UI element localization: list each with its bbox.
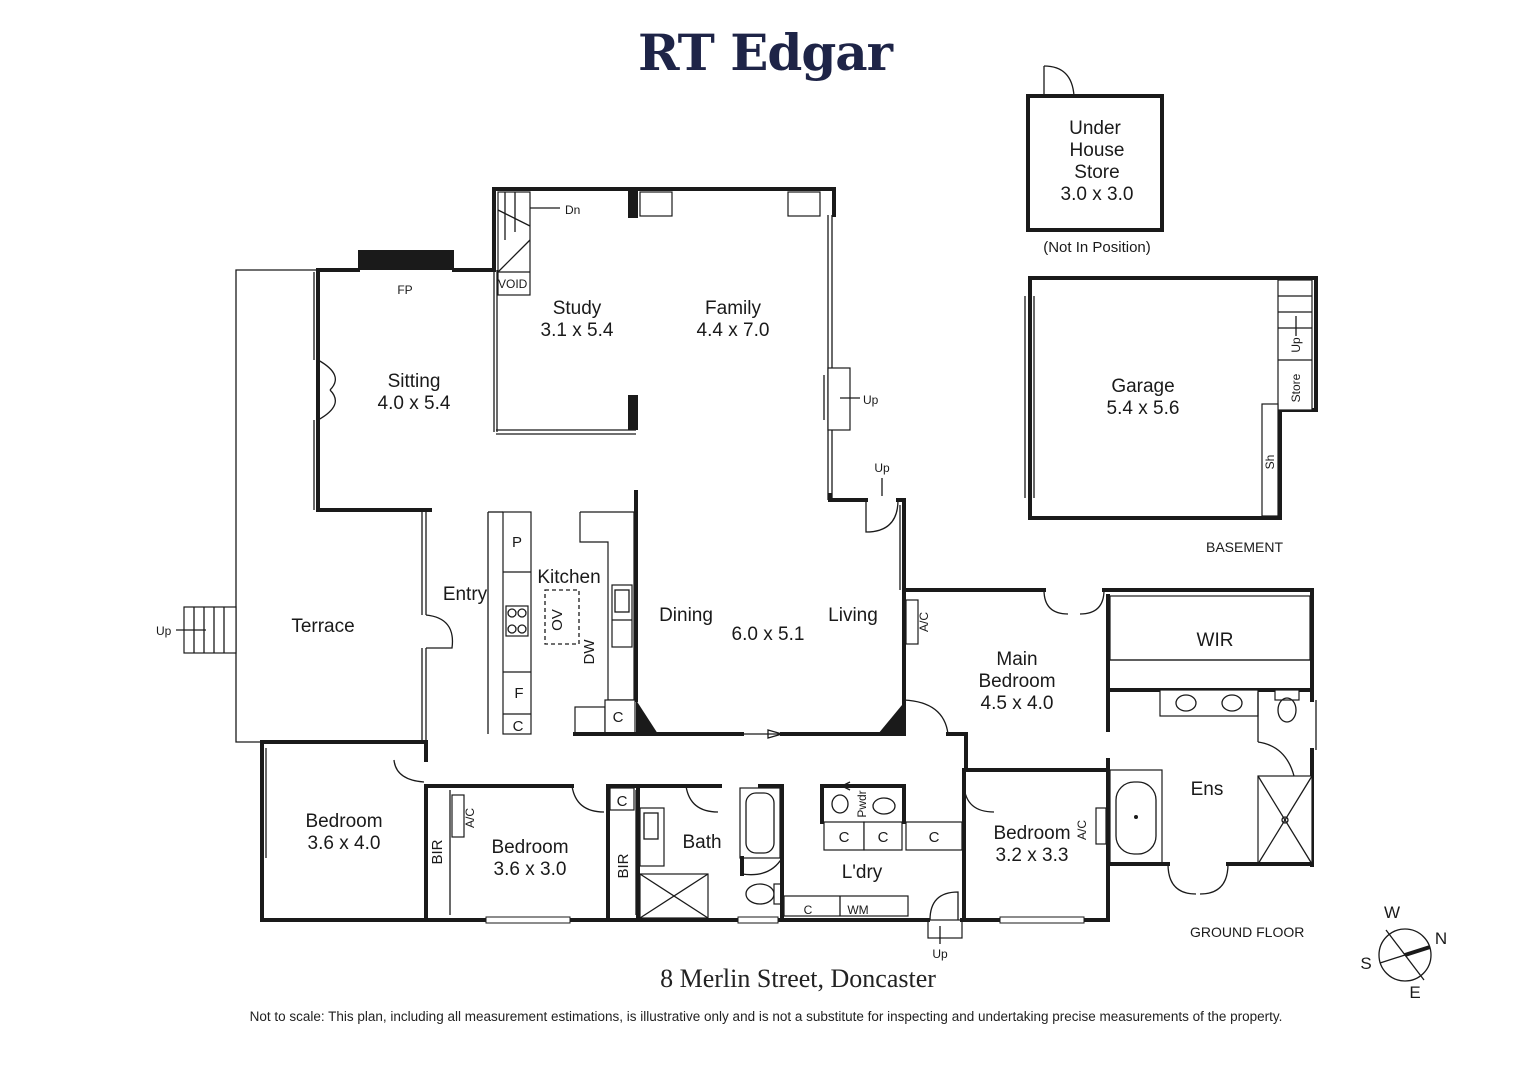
sitting-size: 4.0 x 5.4 [378,393,451,414]
ac-label-main: A/C [917,612,931,632]
cupboard-label-kitchen-2: C [613,709,624,726]
bedroom-c-name: Bedroom [993,823,1070,844]
wir-name: WIR [1197,630,1234,651]
store-small-label: Store [1289,373,1303,402]
main-bedroom-line1: Main [996,649,1037,670]
brand-logo: RT Edgar [638,23,894,82]
shelf-label: Sh [1263,455,1277,470]
terrace-name: Terrace [291,616,354,637]
bath-name: Bath [682,832,721,853]
up-label-laundry: Up [932,947,948,961]
store-line3: Store [1074,162,1119,183]
dishwasher-label: DW [581,639,598,665]
up-label-family: Up [863,393,879,407]
up-label-terrace: Up [156,624,172,638]
store-line1: Under [1069,118,1121,139]
disclaimer: Not to scale: This plan, including all m… [250,1009,1283,1024]
ens-name: Ens [1191,779,1224,800]
garage-name: Garage [1111,376,1174,397]
compass-s: S [1360,954,1371,973]
store-note: (Not In Position) [1043,239,1151,256]
cupboard-label-laundry-2: C [878,829,889,846]
compass-w: W [1384,903,1400,922]
store-line2: House [1070,140,1125,161]
store-size: 3.0 x 3.0 [1061,184,1134,205]
dining-name: Dining [659,605,713,626]
cupboard-label-laundry-3: C [929,829,940,846]
void-label: VOID [498,277,528,291]
bedroom-b-name: Bedroom [491,837,568,858]
ac-label-bedroom-c: A/C [1075,820,1089,840]
cupboard-label-bath: C [617,793,628,810]
bir-label-bedroom-b: BIR [615,853,632,878]
pantry-label: P [512,534,522,551]
oven-label: OV [549,609,566,631]
cupboard-label-laundry-1: C [839,829,850,846]
fp-label: FP [397,283,412,297]
kitchen-name: Kitchen [537,567,600,588]
cupboard-label-kitchen: C [513,718,524,735]
sitting-name: Sitting [388,371,441,392]
family-size: 4.4 x 7.0 [697,320,770,341]
bir-label-bedroom-a: BIR [429,839,446,864]
fridge-label: F [514,685,523,702]
basement-label: BASEMENT [1206,539,1283,555]
property-address: 8 Merlin Street, Doncaster [660,964,936,993]
ground-floor-label: GROUND FLOOR [1190,924,1304,940]
powder-label: Pwdr [855,790,869,817]
compass-e: E [1409,983,1420,1002]
ac-label-bedroom-b: A/C [463,808,477,828]
washing-machine-label: WM [847,903,868,917]
family-name: Family [705,298,761,319]
compass: W N S E [1360,903,1447,1002]
main-bedroom-line2: Bedroom [978,671,1055,692]
up-label-garage: Up [1289,337,1303,353]
bedroom-a-size: 3.6 x 4.0 [308,833,381,854]
living-name: Living [828,605,878,626]
bedroom-c-size: 3.2 x 3.3 [996,845,1069,866]
study-size: 3.1 x 5.4 [541,320,614,341]
laundry-name: L'dry [842,862,883,883]
bedroom-b-size: 3.6 x 3.0 [494,859,567,880]
basement-plan: (Not In Position) Up Store Sh BASEMENT [1024,65,1318,555]
compass-n: N [1435,929,1447,948]
entry-name: Entry [443,584,488,605]
dn-label: Dn [565,203,580,217]
room-labels: Study 3.1 x 5.4 Family 4.4 x 7.0 Sitting… [291,118,1233,883]
dining-living-size: 6.0 x 5.1 [732,624,805,645]
main-bedroom-size: 4.5 x 4.0 [981,693,1054,714]
bedroom-a-name: Bedroom [305,811,382,832]
study-name: Study [553,298,602,319]
cupboard-label-laundry-4: C [804,903,813,917]
garage-size: 5.4 x 5.6 [1107,398,1180,419]
up-label-living: Up [874,461,890,475]
ground-floor-plan: Dn VOID FP Up P F C [156,187,1317,961]
